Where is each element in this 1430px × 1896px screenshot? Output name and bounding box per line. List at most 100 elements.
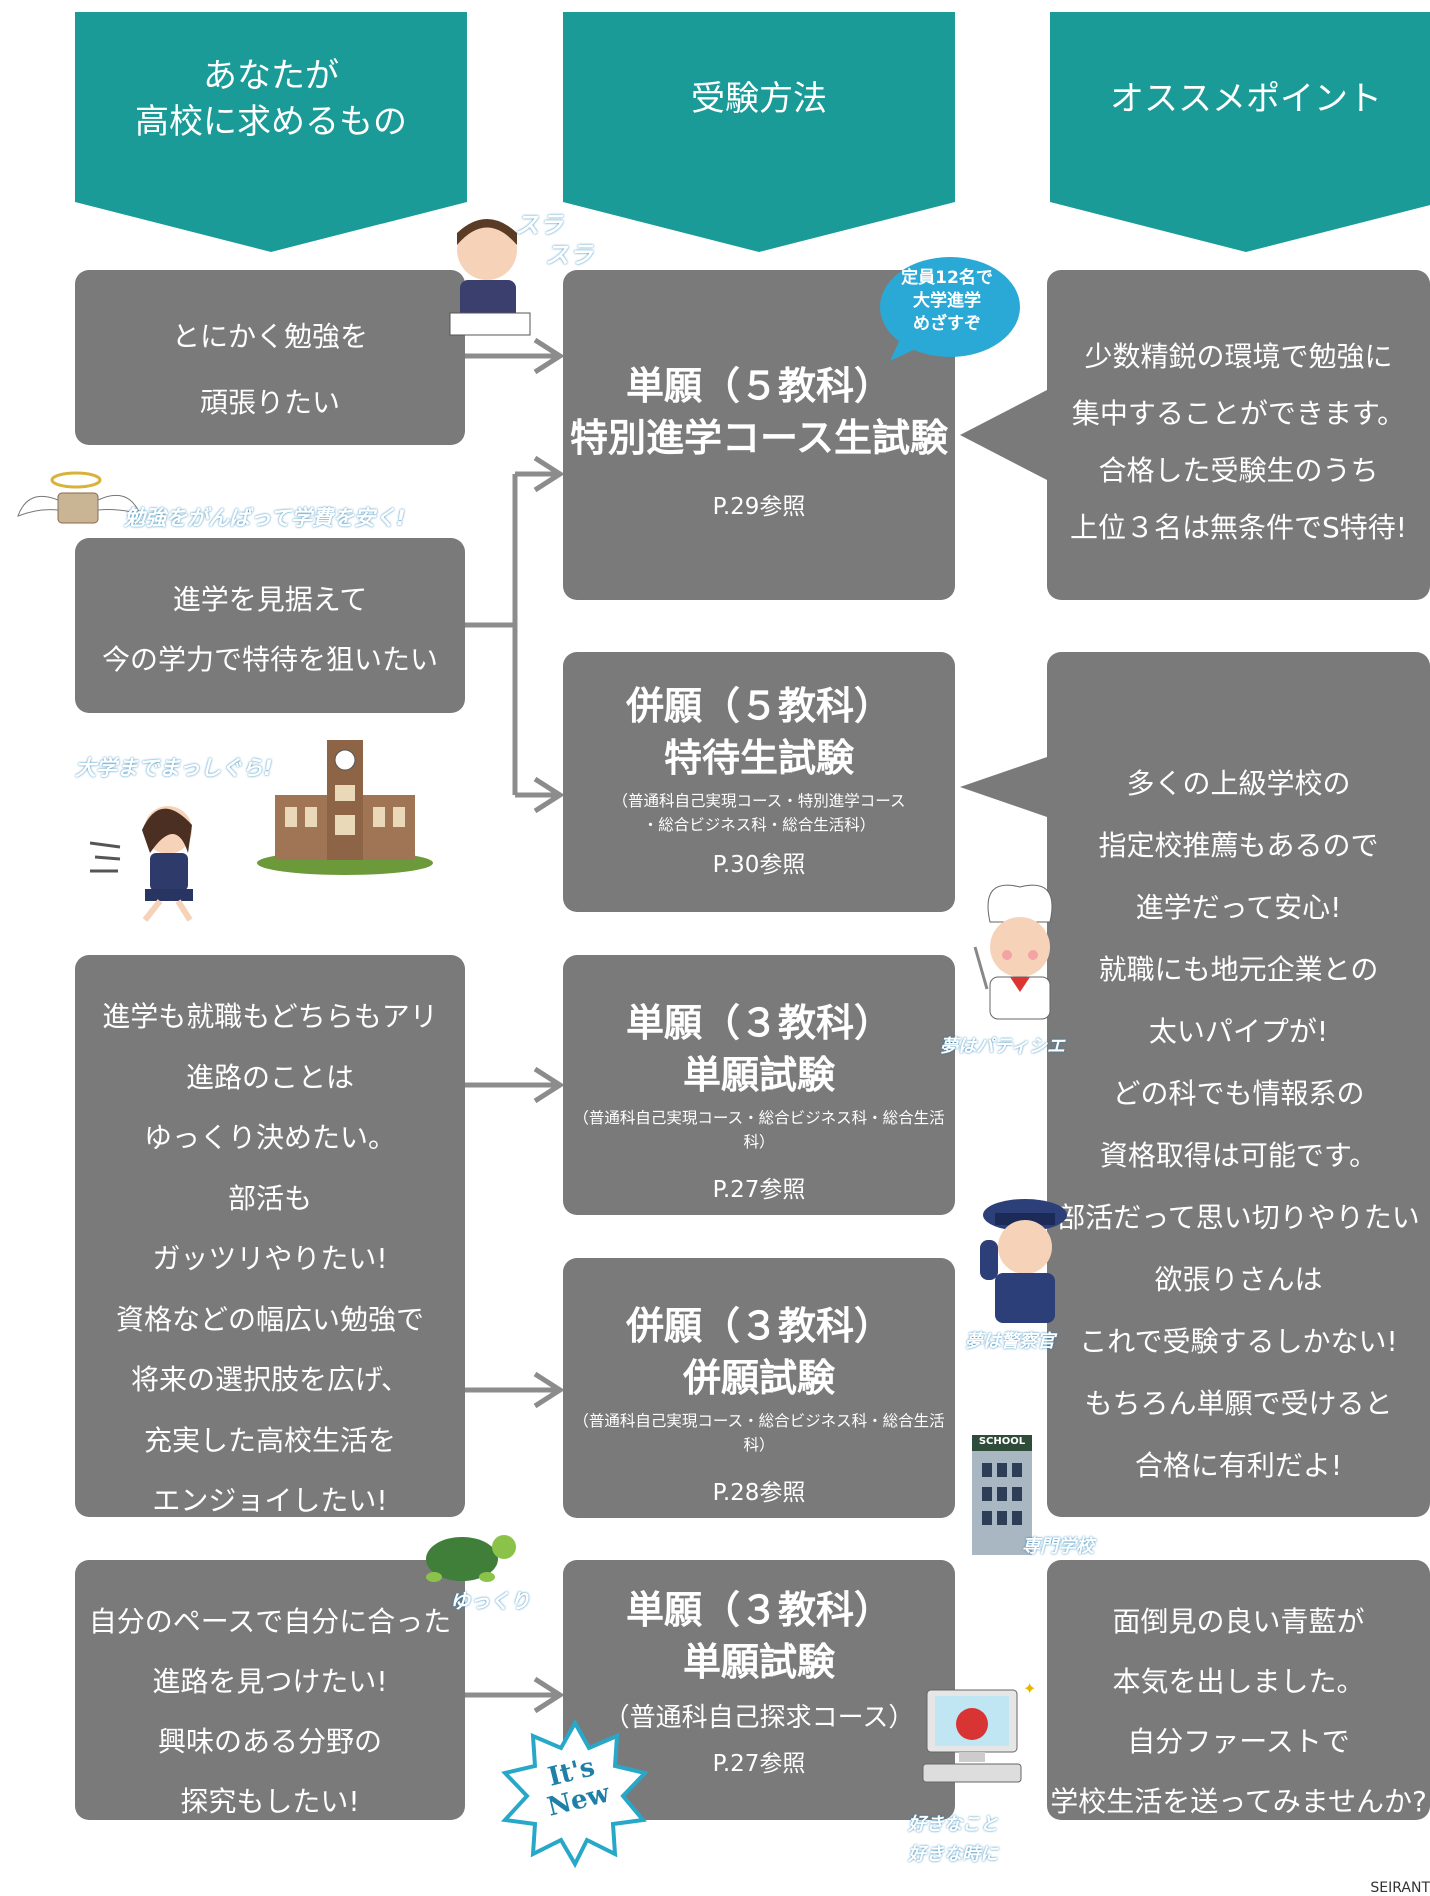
study-label: 勉強をがんばって学費を安く! <box>124 506 406 530</box>
point-line: 自分ファーストで <box>1127 1725 1350 1758</box>
its-new-badge: It's New <box>495 1718 655 1869</box>
point-line: 学校生活を送ってみませんか? <box>1050 1785 1427 1818</box>
desire-box-4: 自分のペースで自分に合った 進路を見つけたい! 興味のある分野の 探究もしたい! <box>75 1560 465 1820</box>
point-line: 就職にも地元企業との <box>1098 953 1379 986</box>
exam-sub: ・総合ビジネス科・総合生活科） <box>642 815 876 834</box>
header-desire: あなたが 高校に求めるもの <box>75 12 467 252</box>
point-line: 進学だって安心! <box>1135 891 1342 924</box>
point-box-3: 面倒見の良い青藍が 本気を出しました。 自分ファーストで 学校生活を送ってみませ… <box>1047 1560 1430 1820</box>
sura-label: スラ <box>515 211 563 239</box>
exam-title-1: 併願（３教科） <box>625 1304 892 1348</box>
desire-line: 進学を見据えて <box>172 583 368 616</box>
patissier-illustration <box>965 877 1075 1022</box>
point-line: 合格に有利だよ! <box>1134 1449 1343 1482</box>
exam-box-4: 併願（３教科） 併願試験 （普通科自己実現コース・総合ビジネス科・総合生活科） … <box>563 1258 955 1518</box>
like-label: 好きなこと <box>908 1814 998 1835</box>
header-points-label: オススメポイント <box>1110 78 1382 119</box>
sura-label: スラ <box>545 241 593 269</box>
header-exam-label: 受験方法 <box>691 78 827 119</box>
exam-ref: P.29参照 <box>712 493 806 520</box>
desire-line: 進路を見つけたい! <box>152 1665 388 1698</box>
desire-box-2: 進学を見据えて 今の学力で特待を狙いたい <box>75 538 465 713</box>
quota-bubble: 定員12名で 大学進学 めざすぞ <box>872 255 1022 365</box>
point-box-2: 多くの上級学校の 指定校推薦もあるので 進学だって安心! 就職にも地元企業との … <box>1047 652 1430 1517</box>
exam-title-1: 単願（３教科） <box>625 1588 892 1632</box>
patissier-label: 夢はパティシエ <box>940 1036 1065 1057</box>
point-line: 部活だって思い切りやりたい <box>1057 1201 1420 1234</box>
exam-ref: P.27参照 <box>712 1176 806 1203</box>
point-box-1: 少数精鋭の環境で勉強に 集中することができます。 合格した受験生のうち 上位３名… <box>1047 270 1430 600</box>
exam-title-1: 併願（５教科） <box>625 684 892 728</box>
desire-line: 探究もしたい! <box>180 1785 360 1818</box>
police-label: 夢は警察官 <box>965 1331 1055 1352</box>
slow-label: ゆっくり <box>450 1589 530 1613</box>
svg-text:✦: ✦ <box>1023 1680 1035 1698</box>
desire-line: 自分のペースで自分に合った <box>88 1605 452 1638</box>
point-line: 本気を出しました。 <box>1112 1665 1365 1698</box>
vocational-label: 専門学校 <box>1022 1536 1094 1557</box>
header-exam: 受験方法 <box>563 12 955 252</box>
exam-title-2: 特待生試験 <box>663 736 854 781</box>
bubble-line: 定員12名で <box>901 268 993 288</box>
point-line: これで受験するしかない! <box>1079 1325 1398 1358</box>
bubble-line: めざすぞ <box>913 313 981 334</box>
desire-line: ガッツリやりたい! <box>152 1242 388 1275</box>
point-line: 面倒見の良い青藍が <box>1112 1605 1365 1638</box>
exam-title-1: 単願（３教科） <box>625 1001 892 1045</box>
point-line: もちろん単願で受けると <box>1084 1387 1393 1420</box>
exam-title-1: 単願（５教科） <box>625 364 892 408</box>
exam-title-2: 単願試験 <box>682 1053 835 1098</box>
exam-sub: （普通科自己実現コース・総合ビジネス科・総合生活科） <box>573 1411 945 1454</box>
credit: SEIRANT <box>1370 1880 1430 1896</box>
exam-title-2: 特別進学コース生試験 <box>569 416 949 461</box>
desire-box-3: 進学も就職もどちらもアリ 進路のことは ゆっくり決めたい。 部活も ガッツリやり… <box>75 955 465 1517</box>
exam-box-2: 併願（５教科） 特待生試験 （普通科自己実現コース・特別進学コース ・総合ビジネ… <box>563 652 955 912</box>
running-girl-illustration <box>89 795 220 925</box>
header-desire-label: あなたが 高校に求めるもの <box>135 55 407 142</box>
school-building-illustration: SCHOOL <box>972 1435 1032 1555</box>
point-line: 多くの上級学校の <box>1126 767 1351 800</box>
desire-line: 進学も就職もどちらもアリ <box>102 1000 438 1033</box>
point-line: 太いパイプが! <box>1148 1015 1329 1048</box>
exam-sub: （普通科自己実現コース・総合ビジネス科・総合生活科） <box>573 1108 945 1151</box>
desire-line: とにかく勉強を <box>171 320 368 353</box>
exam-sub: （普通科自己探求コース） <box>603 1702 915 1733</box>
desire-line: 将来の選択肢を広げ、 <box>130 1363 410 1396</box>
point-line: 欲張りさんは <box>1154 1263 1323 1296</box>
exam-title-2: 併願試験 <box>682 1356 835 1401</box>
studying-boy-illustration <box>435 205 545 340</box>
exam-box-3: 単願（３教科） 単願試験 （普通科自己実現コース・総合ビジネス科・総合生活科） … <box>563 955 955 1215</box>
point-line: 指定校推薦もあるので <box>1098 829 1379 862</box>
like-label: 好きな時に <box>908 1844 998 1865</box>
desire-line: ゆっくり決めたい。 <box>143 1121 396 1154</box>
bubble-line: 大学進学 <box>913 290 981 311</box>
desire-line: 興味のある分野の <box>157 1725 382 1758</box>
point-line: 少数精鋭の環境で勉強に <box>1084 340 1393 373</box>
point-line: 集中することができます。 <box>1071 397 1406 430</box>
univ-label: 大学までまっしぐら! <box>75 756 273 780</box>
university-building-illustration <box>255 735 435 875</box>
exam-ref: P.27参照 <box>712 1750 806 1777</box>
desire-line: 今の学力で特待を狙いたい <box>101 643 438 676</box>
point-line: 資格取得は可能です。 <box>1099 1139 1378 1172</box>
desire-line: 頑張りたい <box>199 386 340 419</box>
desire-box-1: とにかく勉強を 頑張りたい <box>75 270 465 445</box>
turtle-illustration <box>412 1525 522 1585</box>
desire-line: 進路のことは <box>185 1060 354 1094</box>
point-line: 合格した受験生のうち <box>1098 454 1379 487</box>
exam-box-1: 単願（５教科） 特別進学コース生試験 P.29参照 <box>563 270 955 600</box>
desire-line: エンジョイしたい! <box>152 1484 388 1517</box>
desire-line: 部活も <box>227 1181 312 1215</box>
computer-apple-illustration: ✦ <box>915 1679 1036 1790</box>
exam-title-2: 単願試験 <box>682 1640 835 1685</box>
school-sign: SCHOOL <box>978 1436 1026 1447</box>
header-points: オススメポイント <box>1050 12 1430 252</box>
exam-ref: P.28参照 <box>712 1479 806 1506</box>
exam-ref: P.30参照 <box>712 851 806 878</box>
flying-money-illustration <box>8 468 148 538</box>
desire-line: 充実した高校生活を <box>143 1423 396 1457</box>
police-illustration <box>975 1185 1075 1325</box>
point-line: 上位３名は無条件でS特待! <box>1070 511 1407 544</box>
